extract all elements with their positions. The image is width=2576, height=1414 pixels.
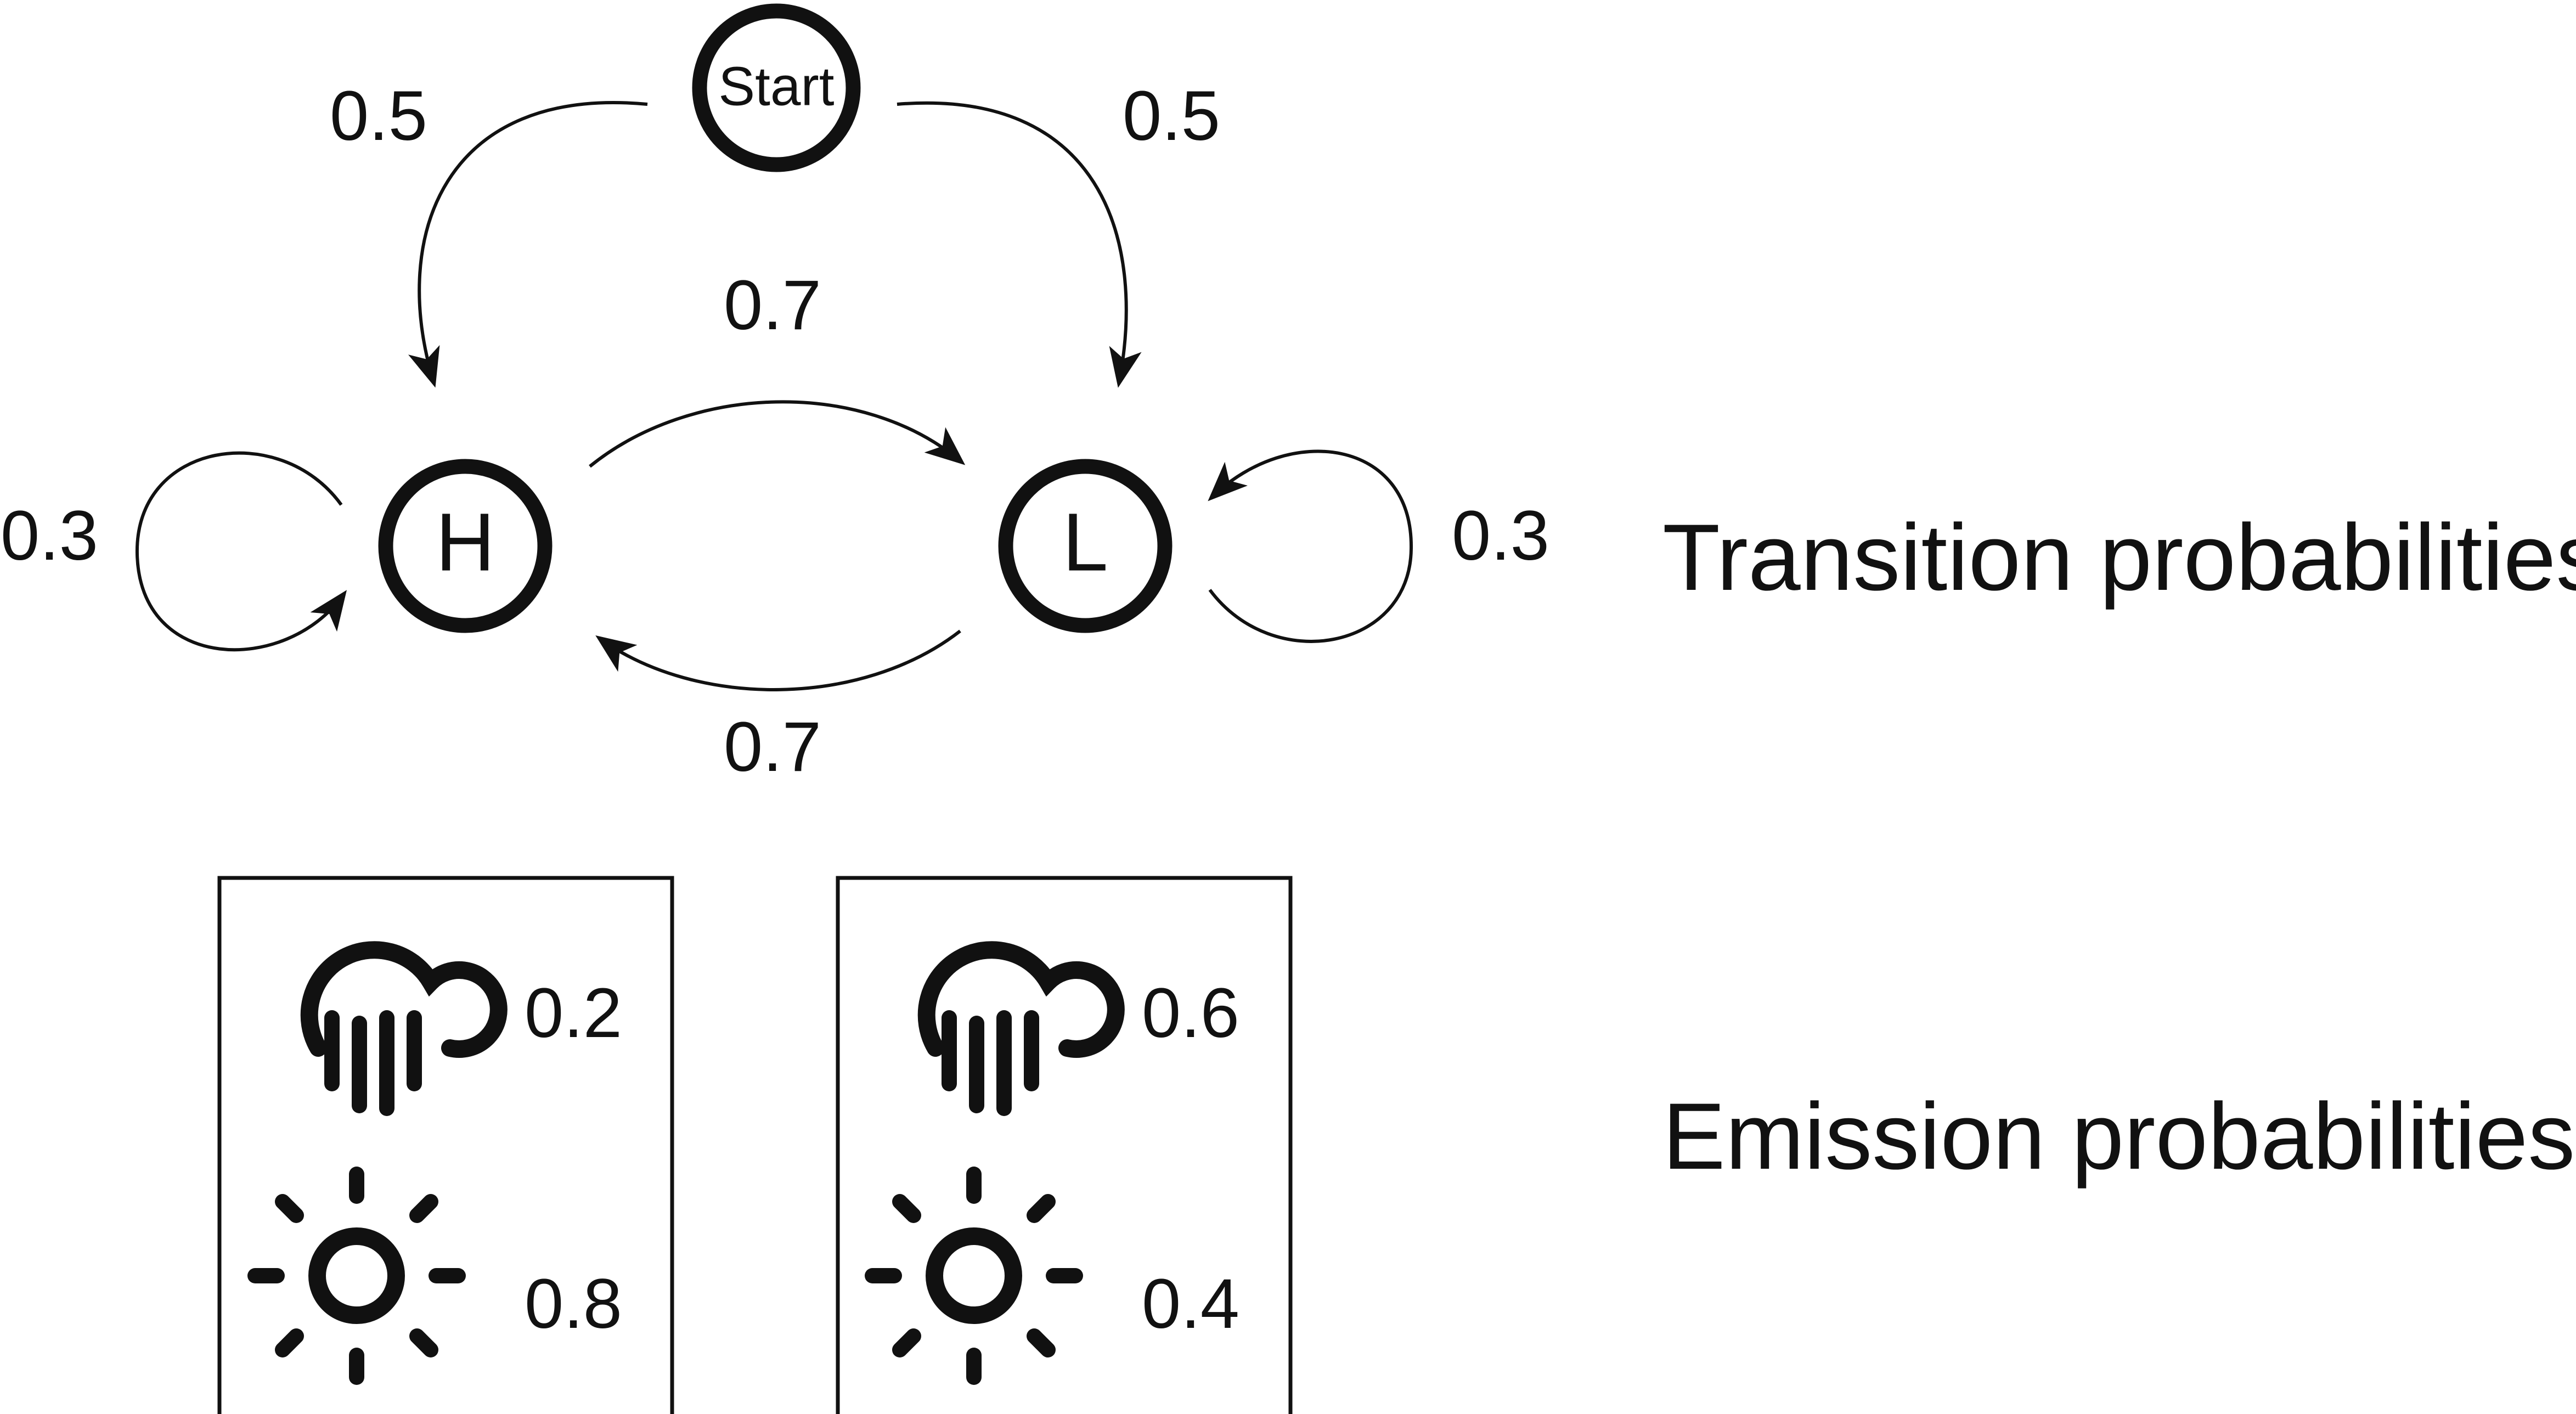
label-start-to-h: 0.5 bbox=[330, 77, 427, 155]
emission-h-rain-value: 0.2 bbox=[525, 974, 622, 1052]
emission-l-rain-value: 0.6 bbox=[1142, 974, 1239, 1052]
rain-cloud-icon bbox=[917, 941, 1125, 1116]
emission-box-l: 0.6 0.4 bbox=[836, 876, 1293, 1414]
rain-cloud-icon bbox=[300, 941, 508, 1116]
label-h-to-l: 0.7 bbox=[724, 266, 821, 345]
edge-start-to-h bbox=[408, 101, 648, 388]
label-start-to-l: 0.5 bbox=[1123, 77, 1220, 155]
state-node-h-label: H bbox=[436, 496, 495, 588]
sun-icon bbox=[865, 1167, 1083, 1385]
start-node: Start bbox=[692, 3, 861, 172]
edge-start-to-l bbox=[897, 101, 1142, 388]
label-l-to-h: 0.7 bbox=[724, 708, 821, 786]
state-node-l-label: L bbox=[1062, 496, 1108, 588]
sun-icon bbox=[247, 1167, 466, 1385]
start-node-label: Start bbox=[718, 55, 834, 117]
edge-h-self-loop bbox=[135, 451, 347, 652]
state-node-l: L bbox=[998, 459, 1173, 633]
emission-probabilities-title: Emission probabilities bbox=[1662, 1084, 2575, 1189]
emission-h-sun-value: 0.8 bbox=[525, 1265, 622, 1343]
transition-probabilities-title: Transition probabilities bbox=[1662, 505, 2576, 610]
emission-l-sun-value: 0.4 bbox=[1142, 1265, 1239, 1343]
edge-l-to-h bbox=[595, 629, 961, 691]
emission-box-h: 0.2 0.8 bbox=[217, 876, 674, 1414]
label-l-self: 0.3 bbox=[1452, 497, 1549, 575]
state-node-h: H bbox=[378, 459, 553, 633]
label-h-self: 0.3 bbox=[1, 497, 98, 575]
edge-h-to-l bbox=[589, 400, 966, 468]
edge-l-self-loop bbox=[1208, 449, 1413, 643]
